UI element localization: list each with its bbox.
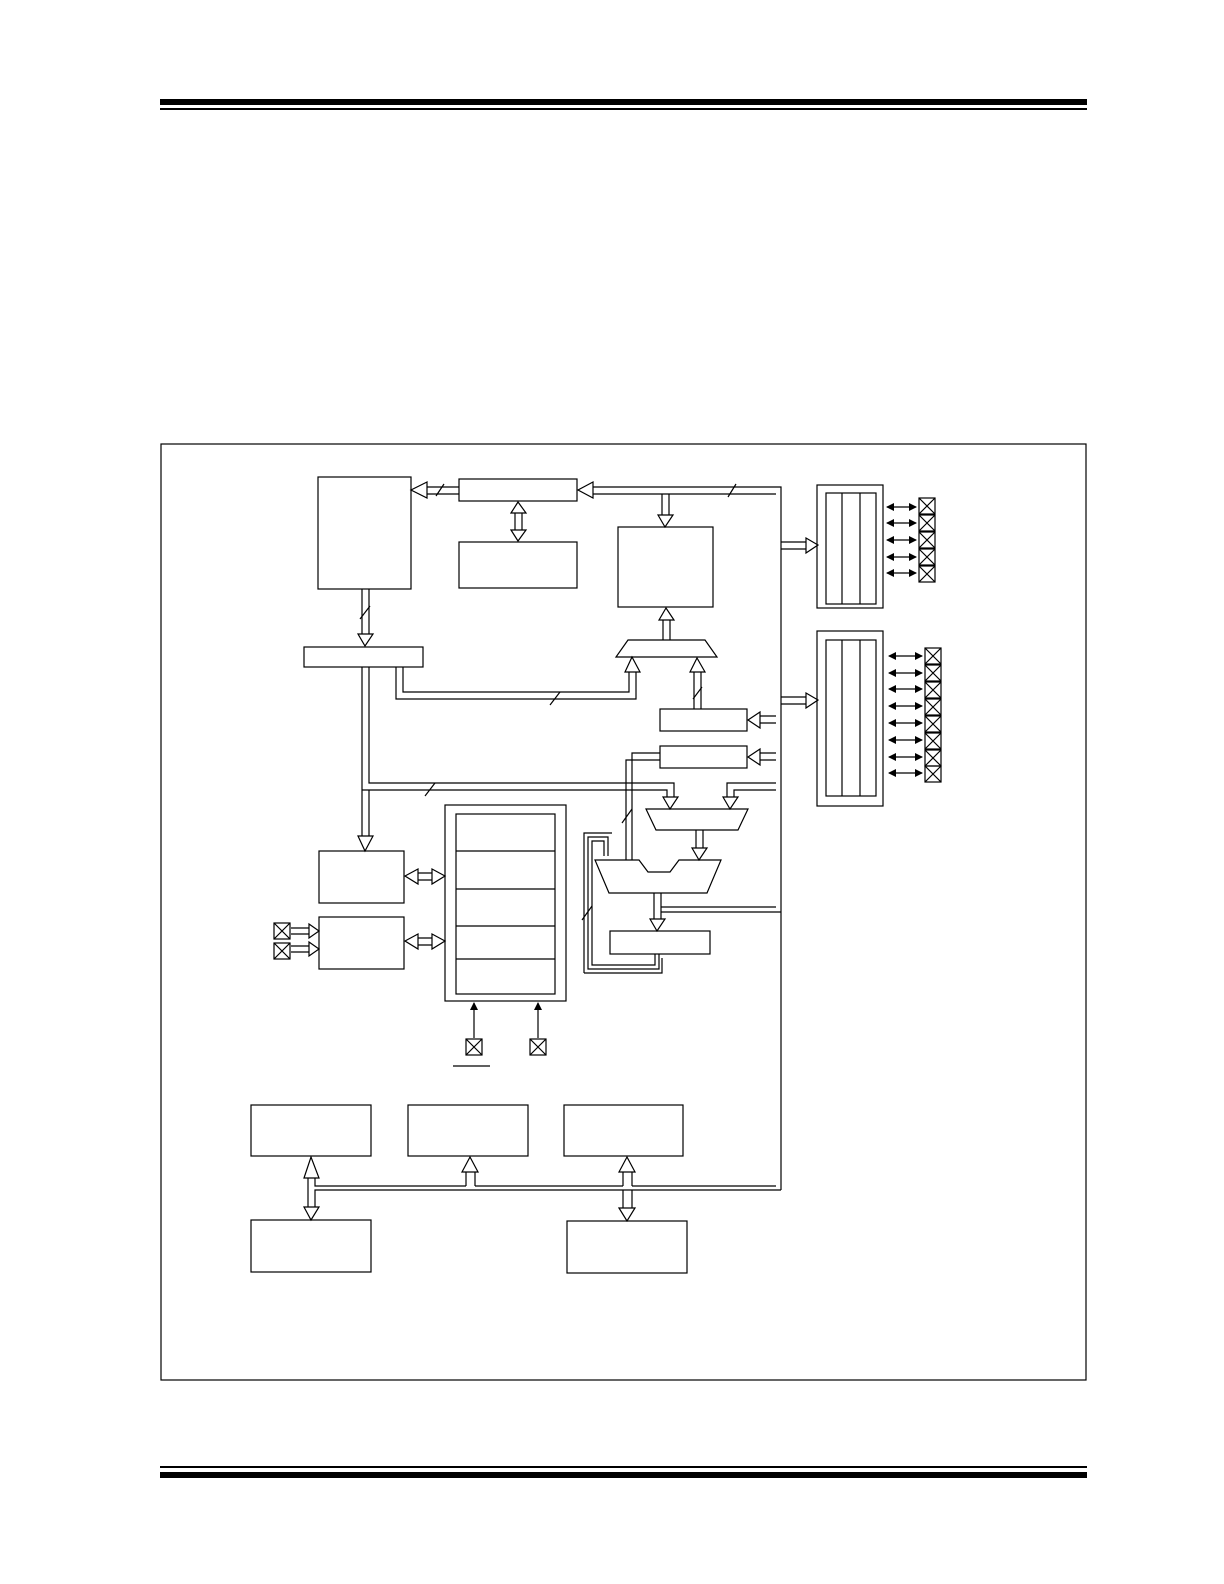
bus-to-port-a: [781, 541, 806, 550]
pc-stack-bus: [514, 513, 523, 530]
alu-to-w: [653, 893, 662, 919]
literal-bus: [361, 667, 675, 836]
ir-to-mux-bus: [395, 667, 637, 700]
port-b-frame: [816, 630, 884, 807]
w-register-block: [609, 930, 711, 955]
pin-icon: [918, 497, 936, 583]
stack-block: [458, 541, 578, 589]
header-rule-thick: [160, 99, 1087, 105]
footer-rule-thick: [160, 1472, 1087, 1478]
instruction-decode-block: [318, 850, 405, 904]
ram-block: [617, 526, 714, 608]
peripheral-block-2: [407, 1104, 529, 1157]
status-to-alu: [625, 752, 660, 860]
bus-to-status: [760, 752, 776, 761]
w-feedback-bus: [587, 836, 660, 970]
pin-icon: [924, 647, 942, 783]
osc2-bus: [291, 945, 309, 953]
osc2-pin-icon: [273, 942, 291, 960]
status-register-block: [659, 745, 748, 769]
header-rule-thin: [160, 108, 1087, 110]
decode-control-bus: [418, 872, 432, 881]
port-a-inner: [825, 492, 877, 605]
timing-generation-block: [318, 916, 405, 970]
alu-to-bus: [661, 906, 781, 913]
data-bus-top: [593, 486, 782, 1190]
vdd-pin-icon: [529, 1038, 547, 1056]
peripheral-block-3: [563, 1104, 684, 1157]
control-group-frame: [444, 804, 567, 1002]
alu: [594, 859, 722, 894]
peripheral-bus: [307, 1178, 781, 1207]
osc-pins: [273, 922, 291, 960]
data-mux: [645, 808, 749, 831]
pmem-to-ir-bus: [361, 589, 370, 634]
control-pins: [465, 1038, 547, 1056]
instruction-register-block: [303, 646, 424, 668]
osc1-pin-icon: [273, 922, 291, 940]
peripheral-block-5: [566, 1220, 688, 1274]
footer-rule-thin: [160, 1466, 1087, 1468]
mux-to-alu: [695, 830, 704, 848]
peripheral-block-4: [250, 1219, 372, 1273]
peripheral-block-1: [250, 1104, 372, 1157]
port-b-pins: [888, 647, 942, 783]
osc1-bus: [291, 927, 309, 935]
timing-control-bus: [418, 937, 432, 946]
fsr-to-mux-bus: [693, 672, 702, 709]
pc-to-pmem-bus: [427, 486, 459, 495]
program-memory-block: [317, 476, 412, 590]
fsr-register-block: [659, 708, 748, 732]
address-mux: [614, 639, 719, 658]
control-group-inner: [455, 813, 556, 995]
mux-to-ram-bus: [662, 620, 671, 640]
port-b-inner: [825, 639, 877, 797]
port-a-pins: [886, 497, 936, 583]
mclr-pin-icon: [465, 1038, 483, 1056]
bus-to-port-b: [781, 696, 806, 705]
bus-to-data-mux: [726, 782, 776, 797]
bus-to-fsr: [760, 715, 776, 724]
bus-to-ram: [661, 494, 670, 515]
port-a-frame: [816, 484, 884, 609]
program-counter-block: [458, 478, 578, 502]
figure-frame: [160, 443, 1087, 1381]
